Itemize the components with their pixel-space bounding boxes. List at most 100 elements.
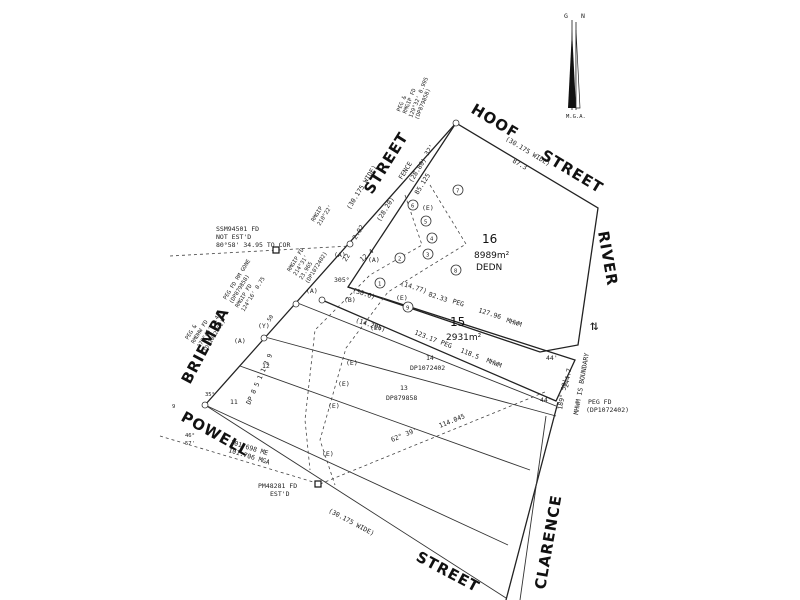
briemba-street-suffix: STREET bbox=[360, 129, 412, 197]
letter-e-7: (E) bbox=[322, 450, 334, 458]
hoof-street-name: HOOF bbox=[468, 100, 522, 142]
survey-peg-5 bbox=[201, 401, 209, 409]
plan-11-number: 11 bbox=[230, 398, 238, 406]
svg-text:4: 4 bbox=[430, 237, 434, 243]
letter-e-1: (E) bbox=[422, 204, 434, 212]
peg-fd-line-1: PEG FD bbox=[588, 398, 612, 406]
svg-text:9: 9 bbox=[406, 306, 409, 312]
dim-244: 244.7 bbox=[562, 368, 573, 389]
traverse-line-top bbox=[169, 245, 351, 257]
dim-32: 32' bbox=[423, 143, 436, 157]
easement-line-2 bbox=[304, 194, 423, 471]
dim-14-77: (14.77) bbox=[399, 279, 428, 295]
survey-peg-1 bbox=[346, 240, 354, 248]
north-arrow-g: G bbox=[564, 12, 568, 20]
svg-text:8: 8 bbox=[454, 269, 457, 275]
circled-number-2: 2 bbox=[394, 252, 406, 264]
plan-13-dp: DP879858 bbox=[386, 394, 417, 402]
powell-traverse-line bbox=[159, 435, 321, 485]
survey-peg-top bbox=[452, 119, 460, 127]
lot-13-boundary bbox=[264, 336, 557, 417]
lot-15-number: 15 bbox=[450, 315, 465, 329]
lot-16-number: 16 bbox=[482, 232, 497, 246]
river-flow-icon: ⇅ bbox=[590, 318, 598, 334]
dim-114-045: 114.045 bbox=[438, 412, 466, 430]
lot-15-area: 2931m² bbox=[446, 333, 482, 343]
dim-62-39: 62° 39' bbox=[390, 426, 418, 444]
ssm-mark bbox=[272, 246, 280, 254]
letter-e-3: (E) bbox=[370, 324, 382, 332]
dim-57: 57' bbox=[185, 441, 195, 447]
survey-peg-4 bbox=[260, 334, 268, 342]
pm-line-2: EST'D bbox=[270, 490, 290, 498]
ssm-line-2: NOT EST'D bbox=[216, 233, 251, 241]
circled-number-1: 1 bbox=[374, 277, 386, 289]
letter-a-3: (A) bbox=[234, 337, 246, 345]
dim-87-3: 87.3 bbox=[511, 157, 529, 172]
north-arrow-n: N bbox=[581, 12, 585, 20]
north-arrow-icon bbox=[568, 30, 576, 108]
dim-peg-2: PEG bbox=[439, 338, 453, 350]
letter-a-1: (A) bbox=[334, 251, 346, 259]
pm-mark bbox=[314, 480, 322, 488]
circled-number-9: 9 bbox=[402, 301, 414, 313]
letter-b: (B) bbox=[344, 296, 356, 304]
svg-text:2: 2 bbox=[398, 257, 401, 263]
powell-street-suffix: STREET bbox=[413, 548, 483, 596]
dim-127-96: 127.96 bbox=[477, 306, 502, 321]
hoof-street-suffix: STREET bbox=[538, 146, 607, 197]
circled-number-7: 7 bbox=[452, 184, 464, 196]
svg-text:1: 1 bbox=[378, 282, 381, 288]
letter-a-4: (A) bbox=[368, 256, 380, 264]
north-arrow-half-icon bbox=[575, 29, 581, 109]
dim-82-33: 82.33 bbox=[427, 290, 448, 304]
pm-line-1: PM48281 FD bbox=[258, 482, 297, 490]
lot-14-boundary bbox=[294, 301, 557, 407]
angle-ne-label: 50 bbox=[267, 314, 276, 323]
plan-13-number: 13 bbox=[400, 384, 408, 392]
powell-street-width: (30.175 WIDE) bbox=[327, 507, 376, 538]
lot-11-boundary bbox=[204, 404, 509, 546]
lot-15-boundary bbox=[321, 286, 576, 402]
svg-text:5: 5 bbox=[424, 220, 427, 226]
dim-118-5: 118.5 bbox=[459, 346, 480, 361]
survey-peg-3 bbox=[292, 300, 300, 308]
powell-street-boundary bbox=[204, 404, 507, 599]
lot-16-note: DEDN bbox=[476, 263, 502, 273]
ssm-line-3: 80°58' 34.95 TO COR bbox=[216, 241, 290, 249]
circled-number-3: 3 bbox=[422, 248, 434, 260]
river-name: RIVER bbox=[594, 230, 621, 288]
survey-peg-2 bbox=[318, 296, 326, 304]
north-arrow: G N M.G.A. bbox=[564, 12, 586, 120]
letter-e-6: (E) bbox=[328, 402, 340, 410]
circled-number-5: 5 bbox=[420, 215, 432, 227]
peg-fd-line-2: (DP1072402) bbox=[586, 406, 629, 414]
clarence-street-boundary bbox=[505, 401, 559, 600]
north-arrow-label: M.G.A. bbox=[566, 114, 586, 120]
svg-text:6: 6 bbox=[411, 204, 414, 210]
dim-305: 305° bbox=[334, 276, 350, 284]
clarence-street-inner bbox=[519, 415, 547, 600]
circled-number-6: 6 bbox=[407, 199, 419, 211]
ssm-line-1: SSM94501 FD bbox=[216, 225, 259, 233]
dim-46: 46° bbox=[185, 433, 195, 439]
lot-16-area: 8989m² bbox=[474, 251, 510, 261]
letter-y: (Y) bbox=[258, 322, 270, 330]
dim-mhwm-2: MHWM bbox=[485, 356, 503, 369]
plan-14-number: 14 bbox=[426, 354, 434, 362]
plan-14-dp: DP1072402 bbox=[410, 364, 445, 372]
plan-dp-vertical: DP 8 5 1 1 3 9 bbox=[245, 352, 275, 405]
dim-123-17: 123.17 bbox=[413, 328, 438, 344]
circled-number-8: 8 bbox=[450, 264, 462, 276]
dim-22: 22 bbox=[341, 252, 352, 263]
letter-e-2: (E) bbox=[396, 294, 408, 302]
svg-text:3: 3 bbox=[426, 253, 429, 259]
clarence-street-name: CLARENCE bbox=[531, 493, 565, 590]
briemba-street-boundary bbox=[204, 122, 457, 406]
plan-12-number: 12 bbox=[262, 362, 270, 370]
dim-44-2: 44' bbox=[540, 396, 552, 404]
svg-text:7: 7 bbox=[456, 189, 459, 195]
letter-e-4: (E) bbox=[346, 359, 358, 367]
dim-peg-1: PEG bbox=[451, 297, 465, 308]
